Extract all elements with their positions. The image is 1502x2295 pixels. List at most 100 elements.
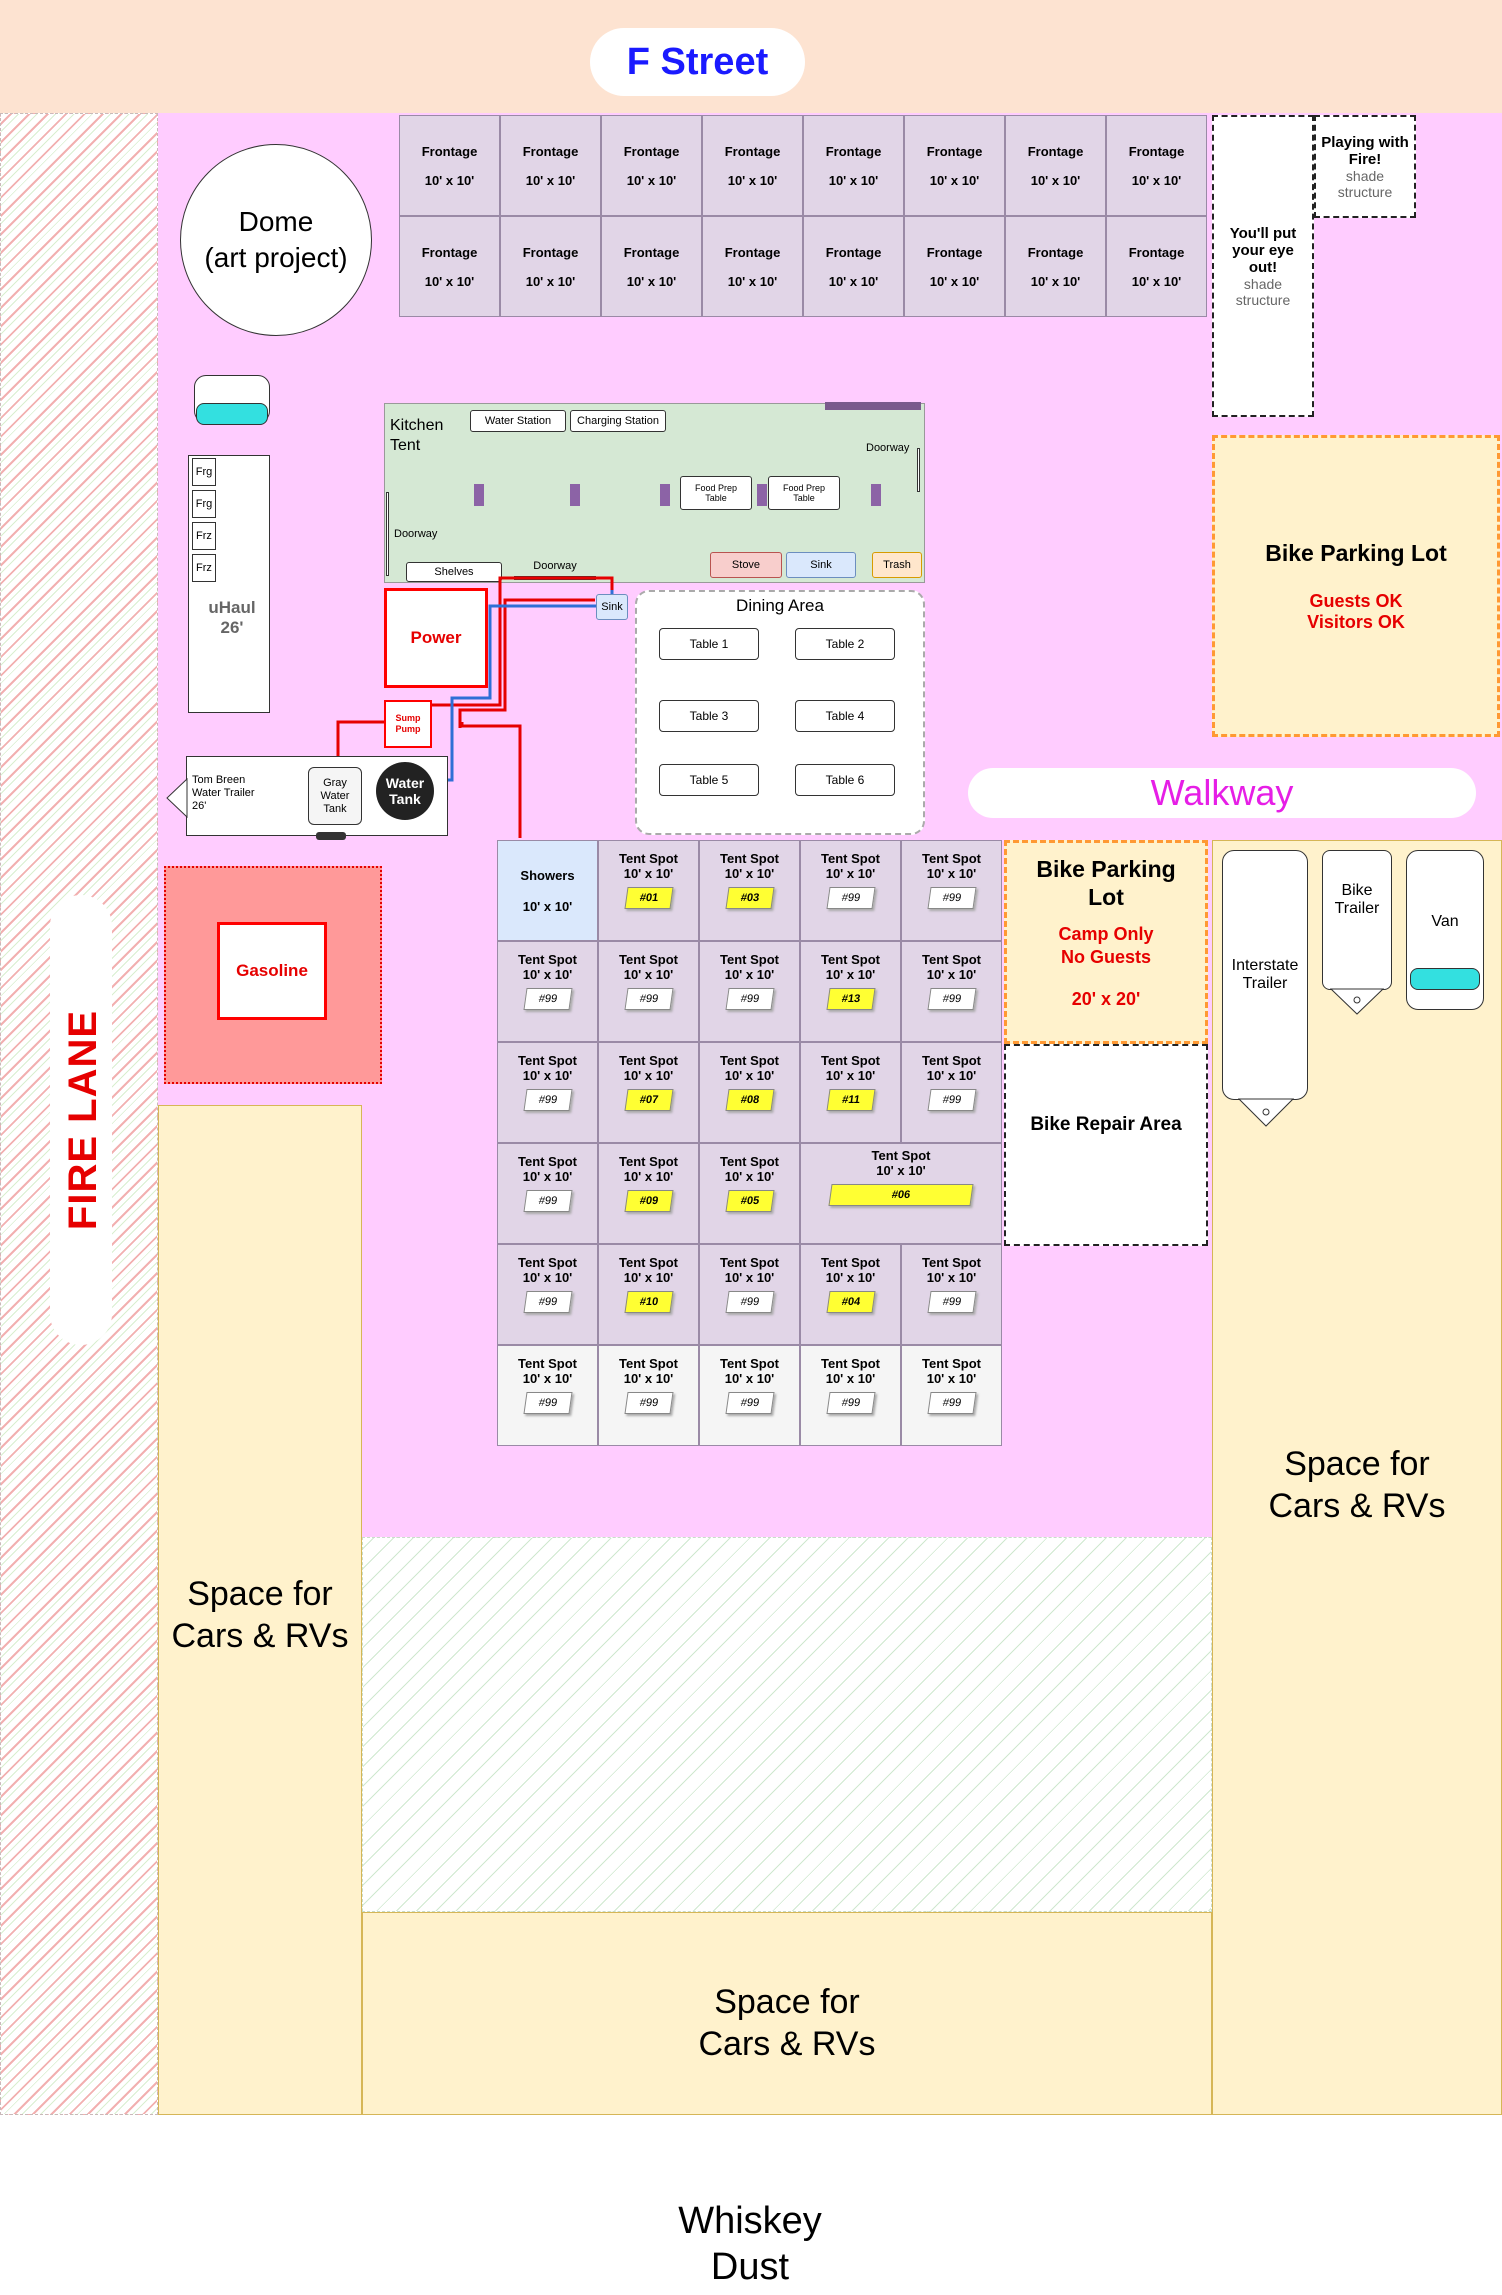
frontage-label: Frontage [926, 244, 983, 260]
tent-tag: #99 [926, 1392, 977, 1414]
showers-size: 10' x 10' [522, 898, 573, 914]
frontage-size: 10' x 10' [929, 172, 980, 188]
tent-tag: #99 [522, 1291, 573, 1313]
playing-fire-title: Playing with Fire! [1321, 133, 1409, 168]
eye-out-sub: shade structure [1235, 275, 1291, 308]
tent-size: 10' x 10' [522, 1169, 573, 1184]
sump-pump: Sump Pump [384, 700, 432, 748]
bike-trailer: Bike Trailer [1322, 850, 1392, 990]
frontage-label: Frontage [522, 244, 579, 260]
tent-tag: #99 [623, 1392, 674, 1414]
tent-tag: #99 [623, 988, 674, 1010]
tent-size: 10' x 10' [623, 866, 674, 881]
tent-size: 10' x 10' [623, 1371, 674, 1386]
frontage-label: Frontage [623, 143, 680, 159]
doorway-left: Doorway [394, 528, 438, 540]
bike-lot-mid-line1: Camp Only No Guests [1058, 924, 1154, 967]
tent-post-2 [570, 484, 580, 506]
eye-out-title: You'll put your eye out! [1229, 224, 1297, 276]
gasoline: Gasoline [217, 922, 327, 1020]
tent-label: Tent Spot [518, 1255, 577, 1270]
tent-tag: #99 [522, 1089, 573, 1111]
shelves: Shelves [406, 562, 502, 582]
tent-label: Tent Spot [922, 952, 981, 967]
frontage-label: Frontage [1128, 244, 1185, 260]
whiskey-dust-label: Whiskey Dust [678, 2200, 822, 2288]
tent-tag: #99 [926, 988, 977, 1010]
frontage-size: 10' x 10' [1131, 273, 1182, 289]
frontage-label: Frontage [1027, 244, 1084, 260]
frontage-grid: Frontage 10' x 10' Frontage 10' x 10' Fronta… [399, 115, 1207, 317]
frontage-plot: Frontage 10' x 10' [1106, 216, 1207, 317]
tent-size: 10' x 10' [623, 1068, 674, 1083]
tent-size: 10' x 10' [522, 1371, 573, 1386]
tent-label: Tent Spot [619, 851, 678, 866]
tent-tag: #99 [926, 1291, 977, 1313]
tent-label: Tent Spot [619, 1356, 678, 1371]
tent-label: Tent Spot [871, 1148, 931, 1163]
frontage-plot: Frontage 10' x 10' [500, 216, 601, 317]
tent-tag: #04 [825, 1291, 876, 1313]
tent-tag: #99 [926, 887, 977, 909]
tent-label: Tent Spot [821, 952, 880, 967]
fire-lane [0, 113, 158, 2115]
frontage-size: 10' x 10' [525, 172, 576, 188]
frontage-label: Frontage [522, 143, 579, 159]
frontage-size: 10' x 10' [1131, 172, 1182, 188]
water-line [430, 604, 598, 782]
tent-size: 10' x 10' [522, 1270, 573, 1285]
trailer-wheel [316, 832, 346, 840]
tent-tag: #99 [522, 1190, 573, 1212]
frontage-size: 10' x 10' [626, 273, 677, 289]
frontage-size: 10' x 10' [525, 273, 576, 289]
tent-size: 10' x 10' [825, 1371, 876, 1386]
frontage-size: 10' x 10' [828, 273, 879, 289]
dining-table: Table 4 [795, 700, 895, 732]
tent-label: Tent Spot [518, 1356, 577, 1371]
uhaul-slot: Frg [192, 458, 216, 486]
tent-size: 10' x 10' [522, 1068, 573, 1083]
frontage-plot: Frontage 10' x 10' [500, 115, 601, 216]
frontage-label: Frontage [421, 244, 478, 260]
uhaul-windshield [196, 403, 268, 425]
tent-tag: #99 [825, 887, 876, 909]
parking-left-label: Space for Cars & RVs [171, 1575, 349, 1655]
tent-tag: #01 [623, 887, 674, 909]
doorway-right: Doorway [866, 442, 910, 454]
frontage-size: 10' x 10' [424, 273, 475, 289]
kitchen-wall-top [825, 402, 921, 410]
tent-size: 10' x 10' [876, 1163, 926, 1178]
tent-label: Tent Spot [821, 1255, 880, 1270]
charging-station: Charging Station [570, 410, 666, 432]
parking-left [158, 1105, 362, 2115]
tent-label: Tent Spot [720, 1255, 779, 1270]
tent-size: 10' x 10' [623, 1270, 674, 1285]
shower-feed [460, 722, 522, 838]
tent-tag: #99 [825, 1392, 876, 1414]
tent-tag: #08 [724, 1089, 775, 1111]
tent-size: 10' x 10' [926, 866, 977, 881]
red-line-2 [458, 598, 595, 728]
frontage-plot: Frontage 10' x 10' [399, 216, 500, 317]
bike-lot-mid-title: Bike Parking Lot [1036, 856, 1176, 910]
tent-size: 10' x 10' [724, 1068, 775, 1083]
tent-size: 10' x 10' [926, 1371, 977, 1386]
